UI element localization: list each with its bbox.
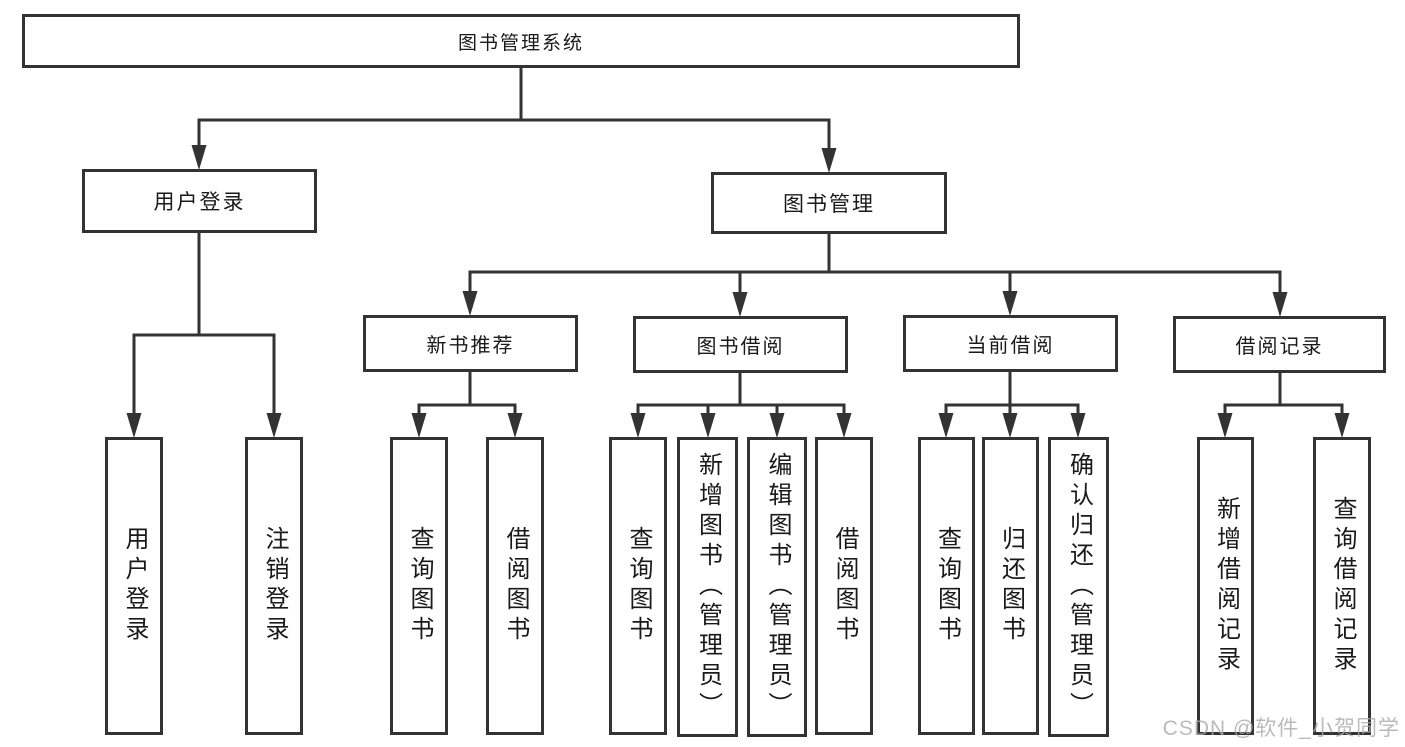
node-query-borrow-record: 查询借阅记录 xyxy=(1313,437,1371,735)
connector-root xyxy=(191,68,837,173)
node-add-book-admin: 新增图书（管理员） xyxy=(677,437,738,737)
node-confirm-return-admin: 确认归还（管理员） xyxy=(1048,437,1109,737)
node-query-books-borrow: 查询图书 xyxy=(609,437,667,735)
connector-user-login xyxy=(126,233,282,438)
connector-new-book-recommend xyxy=(411,372,523,438)
connector-book-management xyxy=(462,234,1288,317)
node-query-books-current: 查询图书 xyxy=(918,437,975,735)
node-return-book: 归还图书 xyxy=(982,437,1039,735)
connector-current-borrow xyxy=(938,372,1086,438)
connector-book-borrow xyxy=(630,373,852,438)
node-borrow-records: 借阅记录 xyxy=(1173,316,1386,373)
csdn-watermark: CSDN @软件_小贺同学 xyxy=(1162,717,1400,740)
node-book-borrow: 图书借阅 xyxy=(633,316,848,373)
node-add-borrow-record: 新增借阅记录 xyxy=(1197,437,1254,735)
node-user-login-leaf: 用户登录 xyxy=(105,437,163,735)
node-edit-book-admin: 编辑图书（管理员） xyxy=(747,437,807,737)
node-current-borrow: 当前借阅 xyxy=(903,315,1118,372)
connector-borrow-records xyxy=(1217,373,1350,438)
node-logout: 注销登录 xyxy=(245,437,303,735)
node-library-system: 图书管理系统 xyxy=(22,14,1020,68)
node-borrow-book: 借阅图书 xyxy=(815,437,873,735)
node-new-book-recommend: 新书推荐 xyxy=(363,315,578,372)
node-user-login: 用户登录 xyxy=(82,169,317,233)
node-query-books-recommend: 查询图书 xyxy=(390,437,448,735)
node-borrow-books-recommend: 借阅图书 xyxy=(486,437,544,735)
node-book-management: 图书管理 xyxy=(711,172,947,234)
